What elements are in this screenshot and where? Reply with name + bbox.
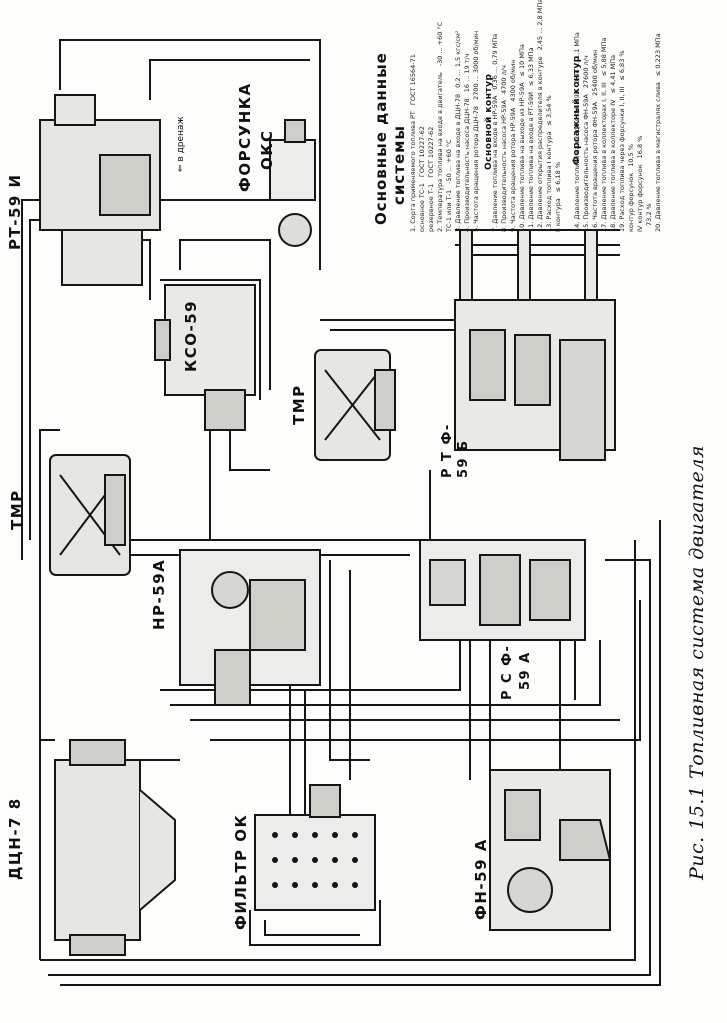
data-row: 15. Производительность насоса ФН-59А 2760… — [582, 55, 590, 232]
data-row-text: 5. Частота вращения ротора ДЦН-78 — [472, 105, 480, 232]
data-row-text: 14. Давление топлива на входе в ФН-59А — [573, 89, 581, 232]
data-row-value: ≤ 10 МПа — [518, 44, 526, 77]
data-row-text: ТС-1 или Т-1 — [445, 189, 453, 232]
data-row-value: 0,44 ... 1,1 МПа — [573, 32, 581, 84]
data-row: основное ТС-1 ГОСТ 10227-62 — [418, 126, 426, 232]
data-row-value: ГОСТ 16564-71 — [409, 54, 417, 106]
data-row: 73,2 % — [645, 203, 653, 232]
data-row-value: 16 ... 19 т/ч — [463, 53, 471, 93]
data-row-value: 25400 об/мин — [591, 49, 599, 96]
data-row-value: ГОСТ 10227-62 — [418, 126, 426, 178]
kso59-label: КСО-59 — [182, 299, 200, 372]
data-panel-title-2: системы — [390, 125, 408, 205]
data-row: 13. Расход топлива I контура ≤ 3,54 % — [545, 95, 553, 232]
fn59a-label: ФН-59 А — [472, 838, 490, 920]
data-row: 10. Давление топлива на выходе из НР-59А… — [518, 44, 526, 232]
data-row-value: ≤ 6,33 МПа — [527, 47, 535, 86]
data-row: II контура ≤ 6,18 % — [554, 161, 562, 232]
data-row-value: 2,45 ... 2,8 МПа — [536, 0, 544, 51]
tmr-right-label: ТМР — [290, 384, 308, 425]
data-row-value: ≤ 6,18 % — [554, 161, 562, 193]
data-row-value: -50 ... +60 °С — [445, 139, 453, 184]
data-row-value: ≤ 3,54 % — [545, 95, 553, 126]
data-row: 4. Производительность насоса ДЦН-78 16 ..… — [463, 53, 471, 232]
data-row-text: 9. Частота вращения ротора НР-59А — [509, 107, 517, 232]
data-row-text: 13. Расход топлива I контура — [545, 131, 553, 232]
data-row-text: 12. Давление открытия распределителя в к… — [536, 56, 544, 232]
data-row-text: резервное Т-1 — [427, 183, 435, 232]
data-row: 14. Давление топлива на входе в ФН-59А 0,… — [573, 32, 581, 232]
data-row-text: 18. Давление топлива в коллекторе IV — [609, 99, 617, 232]
data-row-value: 2700 ... 3000 об/мин — [472, 30, 480, 100]
data-row: 20. Давление топлива в магистралях слива… — [654, 33, 662, 232]
nr59a-label: НР-59А — [150, 558, 168, 630]
data-row: 3. Давление топлива на входе в ДЦН-78 0,2… — [454, 30, 462, 232]
data-row-value: 16,8 % — [636, 135, 644, 159]
data-row-text: основное ТС-1 — [418, 183, 426, 232]
data-row-text: 10. Давление топлива на выходе из НР-59А — [518, 82, 526, 232]
data-row-text: 11. Давление топлива на входе в РТ-59И — [527, 91, 535, 232]
rsf-label: Р С Ф- — [500, 644, 515, 700]
filter-ok-label: ФИЛЬТР ОК — [232, 813, 250, 930]
data-row-value: 4700 л/ч — [500, 65, 508, 94]
data-panel-title-line2: системы — [390, 125, 408, 205]
data-row-value: ГОСТ 10227-62 — [427, 126, 435, 178]
data-row-value: ≤ 5,88 МПа — [600, 37, 608, 77]
data-row: IV контур форсунок 16,8 % — [636, 135, 644, 232]
data-row: резервное Т-1 ГОСТ 10227-62 — [427, 126, 435, 232]
data-row-value: -30 ... +60 °С — [436, 21, 444, 67]
data-row-value: ≤ 4,41 МПа — [609, 54, 617, 94]
data-row-text: 16. Частота вращения ротора ФН-59А — [591, 101, 599, 232]
data-panel-title: Основные данные — [372, 52, 390, 225]
data-row-value: 73,2 % — [645, 203, 653, 226]
data-row: 19. Расход топлива через форсунки I, II,… — [618, 50, 626, 232]
figure-caption: Рис. 15.1 Топливная система двигателя — [686, 445, 708, 880]
data-row-text: 8. Производительность насоса НР-59А — [500, 100, 508, 232]
data-panel-title-line1: Основные данные — [372, 52, 390, 225]
data-row-value: 0,2 ... 1,5 кгс/см² — [454, 30, 462, 88]
data-row-text: 20. Давление топлива в магистралях слива — [654, 82, 662, 232]
data-row-text: 19. Расход топлива через форсунки I, II,… — [618, 86, 626, 232]
data-row: 8. Производительность насоса НР-59А 4700 … — [500, 65, 508, 232]
data-row: 2. Температура топлива на входе в двигат… — [436, 21, 444, 232]
data-row-text: 1. Сорта применяемого топлива РТ — [409, 111, 417, 232]
oks-label: ОКС — [258, 129, 276, 170]
data-row-value: 10,5 % — [627, 144, 635, 167]
data-row: 17. Давление топлива в коллекторах I, II… — [600, 37, 608, 232]
rtf-number-label: 59 Б — [456, 439, 471, 478]
data-row: 11. Давление топлива на входе в РТ-59И ≤ … — [527, 47, 535, 232]
data-row: 18. Давление топлива в коллекторе IV ≤ 4,… — [609, 54, 617, 232]
tmr-left-label: ТМР — [8, 489, 26, 530]
dcn78-label: ДЦН-7 8 — [6, 797, 24, 880]
data-row-value: ≤ 6,83 % — [618, 50, 626, 81]
data-row: 7. Давление топлива на входе в НР-59А 0,3… — [491, 33, 499, 232]
data-row: 5. Частота вращения ротора ДЦН-78 2700 ..… — [472, 30, 480, 232]
data-row-value: ≤ 0,223 МПа — [654, 33, 662, 77]
data-row: контур форсунок 10,5 % — [627, 144, 635, 232]
rt59i-label: РТ-59 И — [6, 173, 24, 250]
data-row-value: 4300 об/мин — [509, 59, 517, 102]
data-row-text: 4. Производительность насоса ДЦН-78 — [463, 98, 471, 232]
data-row: 1. Сорта применяемого топлива РТ ГОСТ 165… — [409, 54, 417, 232]
rsf-number-label: 59 А — [518, 651, 533, 690]
data-row-text: 7. Давление топлива на входе в НР-59А — [491, 95, 499, 232]
data-row-text: IV контур форсунок — [636, 164, 644, 232]
data-row: ТС-1 или Т-1 -50 ... +60 °С — [445, 139, 453, 232]
data-row-value: 27600 л/ч — [582, 55, 590, 89]
nozzle-label: ФОРСУНКА — [236, 82, 254, 192]
data-row: 16. Частота вращения ротора ФН-59А 25400 … — [591, 49, 599, 232]
data-row-text: 3. Давление топлива на входе в ДЦН-78 — [454, 93, 462, 232]
data-row-text: 15. Производительность насоса ФН-59А — [582, 94, 590, 232]
data-row-text: контур форсунок — [627, 172, 635, 232]
breather-label: ⇐ в дренаж — [176, 116, 186, 172]
data-row-text: II контура — [554, 198, 562, 232]
data-row: 12. Давление открытия распределителя в к… — [536, 0, 544, 232]
data-row-value: 0,36 ... 0,79 МПа — [491, 33, 499, 90]
data-row: 9. Частота вращения ротора НР-59А 4300 об… — [509, 59, 517, 232]
data-row-text: 2. Температура топлива на входе в двигат… — [436, 72, 444, 232]
data-row-text: 17. Давление топлива в коллекторах I, II… — [600, 82, 608, 232]
rtf-label: Р Т Ф- — [440, 423, 455, 478]
